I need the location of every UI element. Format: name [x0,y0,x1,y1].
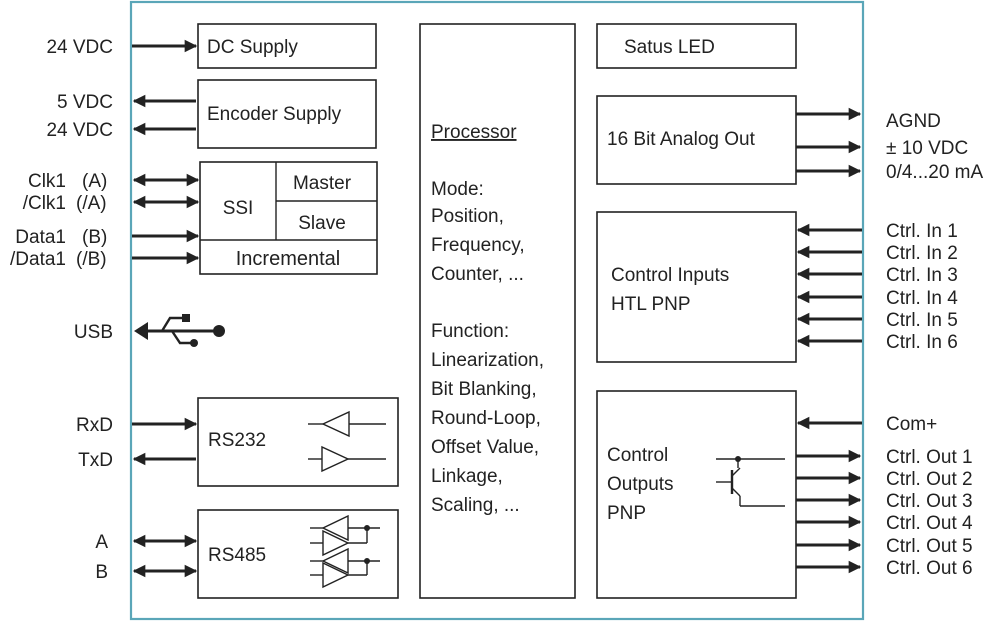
encoder-supply-block: Encoder Supply [197,79,377,149]
encoder-5v-label: 5 VDC [57,92,113,113]
ndata1-channel-label: (/B) [76,249,107,270]
processor-line: Round-Loop, [431,408,541,429]
ssi-label: SSI [223,198,254,219]
usb-icon [134,314,225,347]
processor-line: Counter, ... [431,264,524,285]
analog-out-label: 16 Bit Analog Out [607,129,756,150]
buffer-symbol [308,410,386,473]
right-labels: AGND ± 10 VDC 0/4...20 mA Ctrl. In 1 Ctr… [886,111,983,579]
usb-label: USB [74,322,113,343]
com-label: Com+ [886,414,937,435]
rs232-block: RS232 [197,397,399,487]
txd-label: TxD [78,450,113,471]
ctrl-in-label: Ctrl. In 4 [886,288,958,309]
rxd-label: RxD [76,415,113,436]
left-labels: 24 VDC 5 VDC 24 VDC Clk1 (A) /Clk1 (/A) … [10,37,113,583]
control-outputs-label: Control [607,445,668,466]
rs485-label: RS485 [208,545,266,566]
agnd-label: AGND [886,111,941,132]
ctrl-in-label: Ctrl. In 1 [886,221,958,242]
processor-block: Processor Mode: Position, Frequency, Cou… [419,23,576,599]
control-inputs-block: Control Inputs HTL PNP [596,211,797,363]
control-outputs-label: Outputs [607,474,674,495]
control-inputs-label: HTL PNP [611,294,691,315]
processor-line: Linkage, [431,466,503,487]
ctrl-out-label: Ctrl. Out 2 [886,469,973,490]
processor-line: Linearization, [431,350,544,371]
voltage-out-label: ± 10 VDC [886,138,968,159]
clk1-channel-label: (A) [82,171,107,192]
processor-line: Position, [431,206,504,227]
buffer-symbol [310,514,380,589]
nclk1-channel-label: (/A) [76,193,107,214]
ctrl-out-label: Ctrl. Out 4 [886,513,973,534]
slave-label: Slave [298,213,346,234]
ctrl-in-label: Ctrl. In 3 [886,265,958,286]
ctrl-in-label: Ctrl. In 6 [886,332,958,353]
ctrl-out-label: Ctrl. Out 6 [886,558,973,579]
control-inputs-label: Control Inputs [611,265,729,286]
rs485-block: RS485 [197,509,399,599]
processor-line: Function: [431,321,509,342]
status-led-label: Satus LED [624,37,715,58]
dc-supply-block: DC Supply [197,23,377,69]
master-label: Master [293,173,352,194]
rs232-label: RS232 [208,430,266,451]
ctrl-out-label: Ctrl. Out 5 [886,536,973,557]
processor-line: Offset Value, [431,437,539,458]
processor-line: Scaling, ... [431,495,520,516]
status-led-block: Satus LED [596,23,797,69]
processor-title: Processor [431,122,517,143]
b-label: B [95,562,108,583]
current-out-label: 0/4...20 mA [886,162,983,183]
processor-line: Frequency, [431,235,525,256]
dc-supply-label: DC Supply [207,37,298,58]
data1-channel-label: (B) [82,227,107,248]
ctrl-in-label: Ctrl. In 2 [886,243,958,264]
clk1-label: Clk1 [28,171,66,192]
left-connections [132,39,200,578]
a-label: A [95,532,108,553]
nclk1-label: /Clk1 [23,193,66,214]
ndata1-label: /Data1 [10,249,66,270]
ctrl-out-label: Ctrl. Out 3 [886,491,973,512]
processor-line: Mode: [431,179,484,200]
processor-line: Bit Blanking, [431,379,537,400]
control-outputs-label: PNP [607,503,646,524]
encoder-supply-label: Encoder Supply [207,104,342,125]
transistor-symbol [716,456,785,507]
right-connections [796,107,862,574]
incremental-label: Incremental [236,248,341,270]
ctrl-in-label: Ctrl. In 5 [886,310,958,331]
dc-input-label: 24 VDC [46,37,113,58]
ctrl-out-label: Ctrl. Out 1 [886,447,973,468]
encoder-24v-label: 24 VDC [46,120,113,141]
ssi-block: SSI Master Slave Incremental [199,161,378,275]
analog-out-block: 16 Bit Analog Out [596,95,797,185]
control-outputs-block: Control Outputs PNP [596,390,797,599]
data1-label: Data1 [15,227,66,248]
